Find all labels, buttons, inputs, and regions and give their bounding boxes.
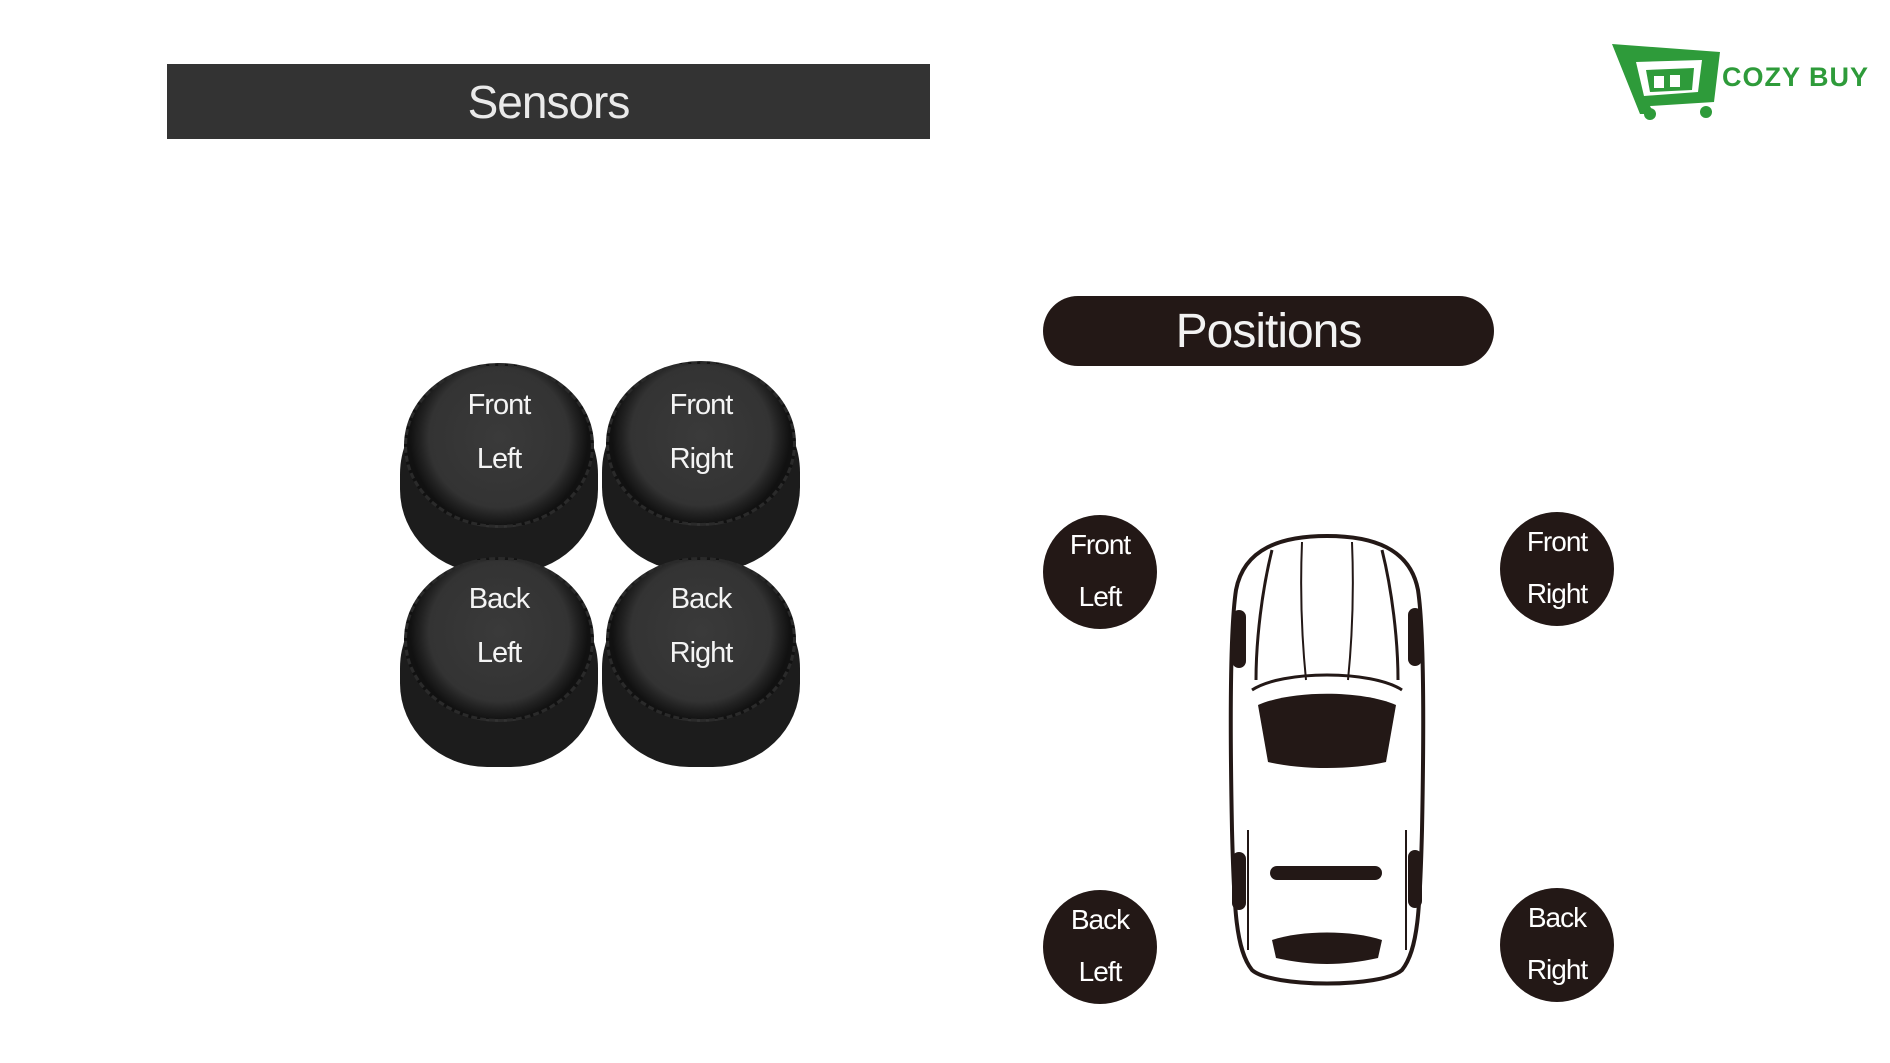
position-label-line1: Back [1527, 902, 1587, 933]
sensor-label-line2: Left [476, 637, 522, 669]
position-label-line2: Left [1078, 581, 1123, 612]
cozy-buy-logo-cart-icon [1612, 44, 1720, 120]
position-label-line1: Front [1069, 529, 1131, 560]
positions-heading: Positions [1043, 296, 1494, 366]
position-front-right: Front Right [1500, 512, 1614, 626]
sensors-heading: Sensors [167, 64, 930, 139]
position-label-line1: Back [1070, 904, 1130, 935]
sensor-front-left: Front Left [400, 363, 598, 573]
car-top-view-icon [1228, 533, 1426, 986]
sensor-back-left: Back Left [400, 557, 598, 767]
position-label-line2: Left [1078, 956, 1123, 987]
sensor-label-line2: Right [669, 443, 734, 475]
sensor-label-line1: Front [467, 389, 532, 421]
position-front-left: Front Left [1043, 515, 1157, 629]
sensor-label-line1: Back [468, 583, 530, 615]
sensor-front-right: Front Right [602, 361, 800, 571]
position-label-line2: Right [1526, 578, 1588, 609]
sensor-label-line1: Back [670, 583, 732, 615]
position-label-line1: Front [1526, 526, 1588, 557]
sensor-label-line2: Left [476, 443, 522, 475]
brand-name: COZY BUY [1722, 62, 1870, 92]
sensor-label-line2: Right [669, 637, 734, 669]
position-label-line2: Right [1526, 954, 1588, 985]
sensor-label-line1: Front [669, 389, 734, 421]
sensor-back-right: Back Right [602, 557, 800, 767]
position-back-left: Back Left [1043, 890, 1157, 1004]
position-back-right: Back Right [1500, 888, 1614, 1002]
